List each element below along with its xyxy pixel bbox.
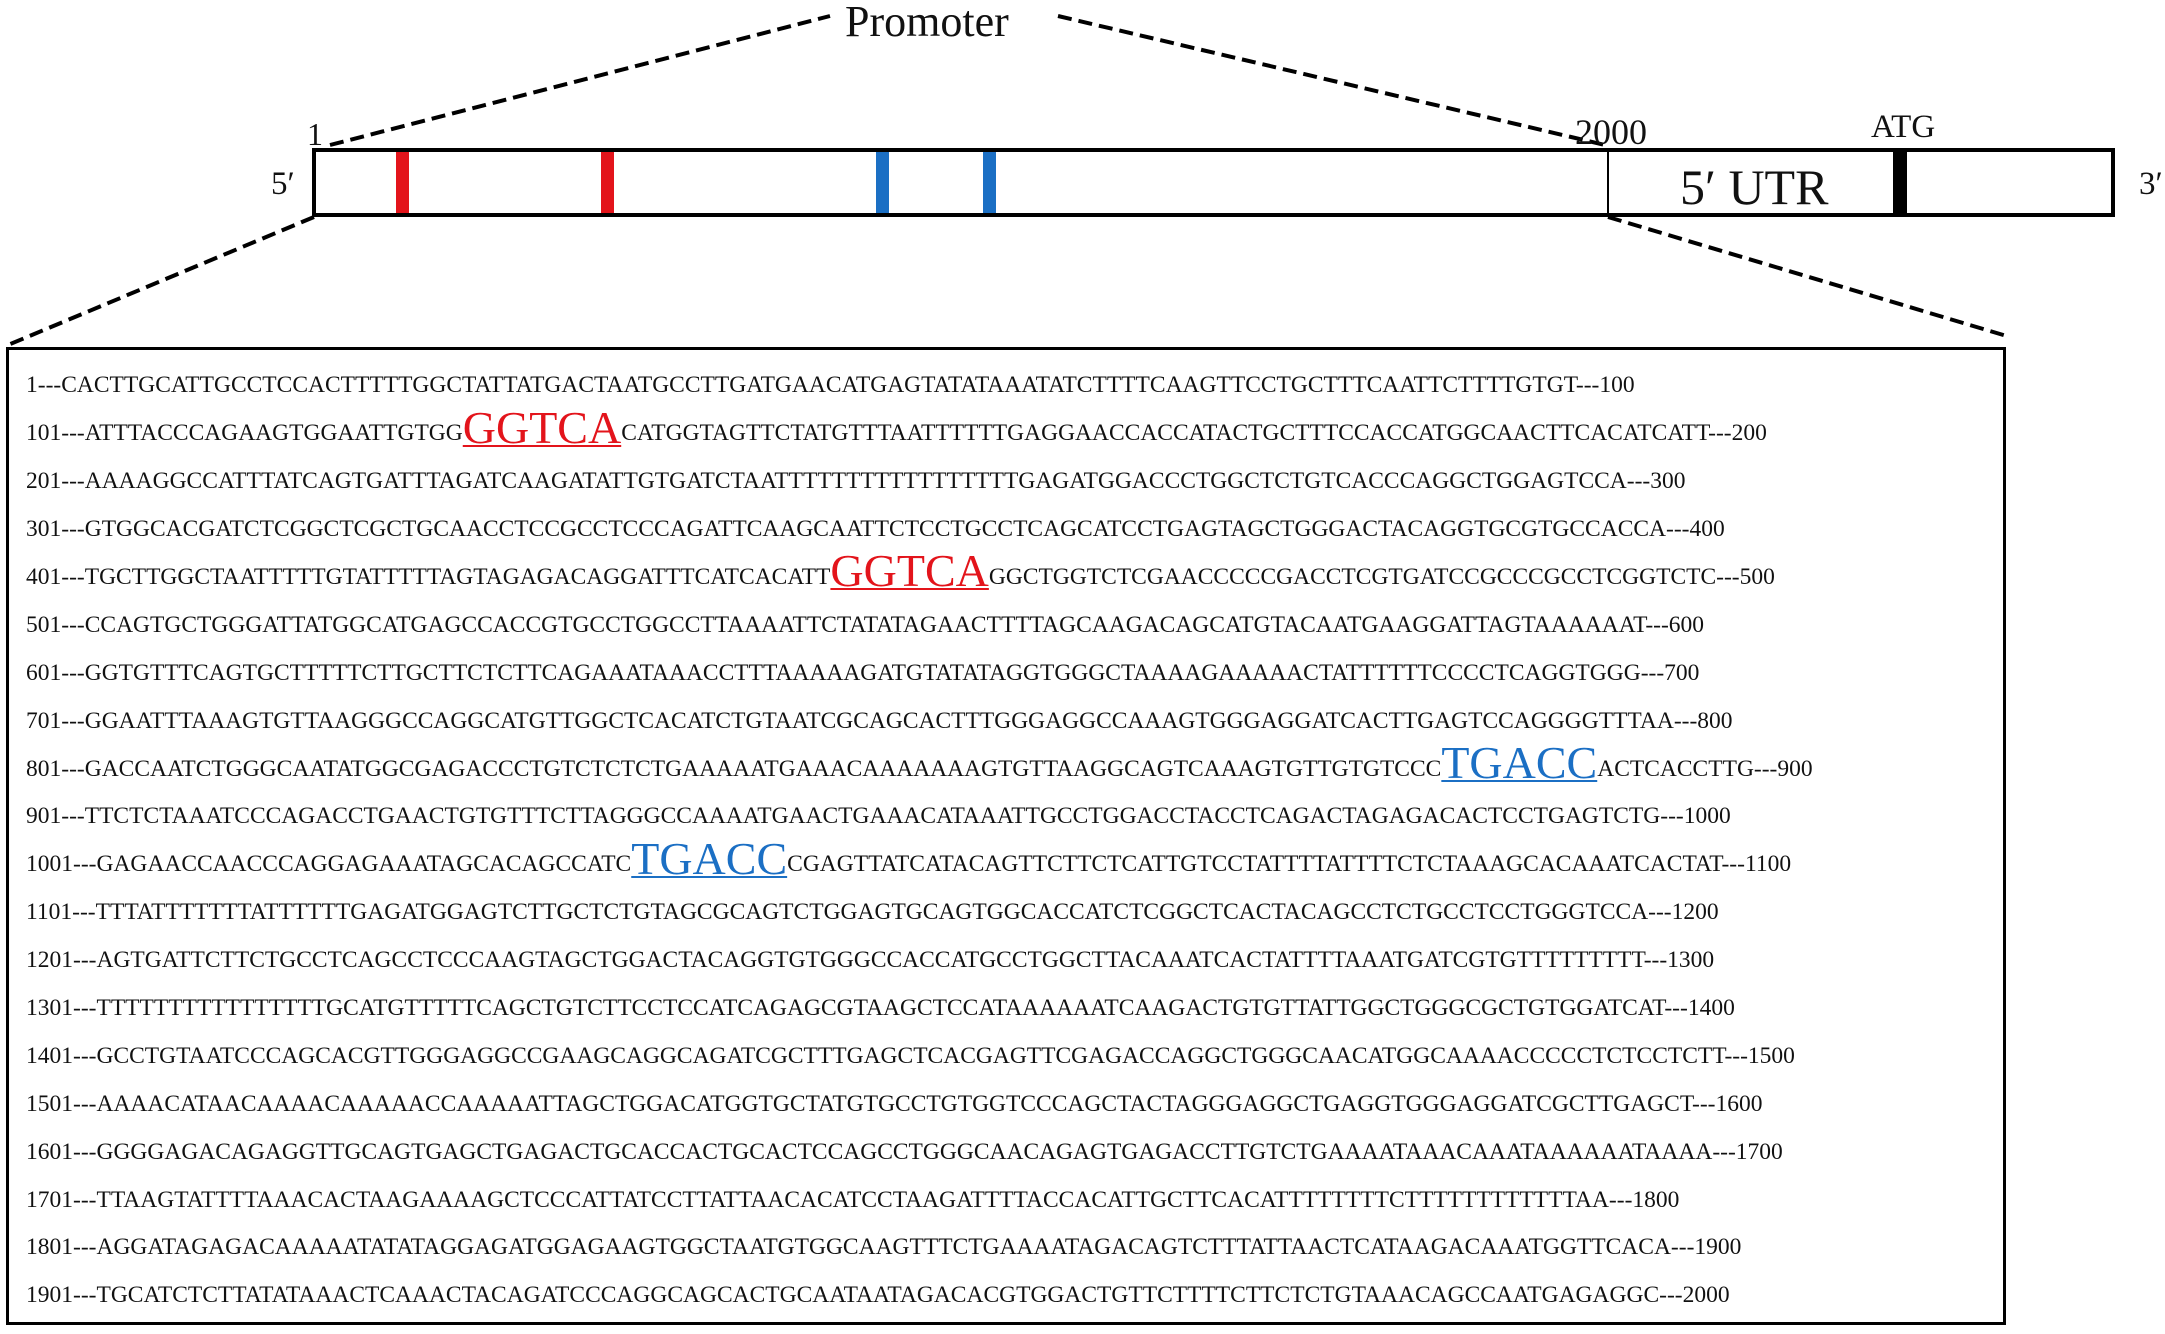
sequence-text: 1301---TTTTTTTTTTTTTTTTGCATGTTTTTCAGCTGT…: [26, 994, 1735, 1021]
sequence-line: 501---CCAGTGCTGGGATTATGGCATGAGCCACCGTGCC…: [26, 601, 1813, 649]
sequence-line: 1401---GCCTGTAATCCCAGCACGTTGGGAGGCCGAAGC…: [26, 1032, 1813, 1080]
sequence-line: 1101---TTTATTTTTTTATTTTTTGAGATGGAGTCTTGC…: [26, 889, 1813, 937]
sequence-line: 1201---AGTGATTCTTCTGCCTCAGCCTCCCAAGTAGCT…: [26, 937, 1813, 985]
sequence-line: 1601---GGGGAGACAGAGGTTGCAGTGAGCTGAGACTGC…: [26, 1128, 1813, 1176]
promoter-dash-left: [329, 14, 831, 147]
tgacc-marker-1: [876, 152, 889, 213]
sequence-line: 1001---GAGAACCAACCCAGGAGAAATAGCACAGCCATC…: [26, 835, 1813, 889]
sequence-line: 1---CACTTGCATTGCCTCCACTTTTTGGCTATTATGACT…: [26, 362, 1813, 410]
sequence-text: 1101---TTTATTTTTTTATTTTTTGAGATGGAGTCTTGC…: [26, 899, 1719, 926]
sequence-line: 601---GGTGTTTCAGTGCTTTTTCTTGCTTCTCTTCAGA…: [26, 649, 1813, 697]
end-position-label: 2000: [1575, 112, 1647, 152]
sequence-lines: 1---CACTTGCATTGCCTCCACTTTTTGGCTATTATGACT…: [26, 362, 1813, 1320]
sequence-line: 301---GTGGCACGATCTCGGCTCGCTGCAACCTCCGCCT…: [26, 506, 1813, 554]
atg-label: ATG: [1871, 109, 1936, 145]
tgacc-marker-2: [983, 152, 996, 213]
sequence-line: 1801---AGGATAGAGACAAAAATATATAGGAGATGGAGA…: [26, 1224, 1813, 1272]
sequence-text: 1601---GGGGAGACAGAGGTTGCAGTGAGCTGAGACTGC…: [26, 1138, 1783, 1165]
promoter-title: Promoter: [845, 0, 1009, 46]
utr-label: 5′ UTR: [1680, 159, 1829, 215]
sequence-text: 301---GTGGCACGATCTCGGCTCGCTGCAACCTCCGCCT…: [26, 516, 1725, 543]
ggtca-motif: GGTCA: [462, 401, 622, 453]
five-prime-label: 5′: [271, 166, 295, 202]
sequence-line: 1301---TTTTTTTTTTTTTTTTGCATGTTTTTCAGCTGT…: [26, 985, 1813, 1033]
tgacc-motif: TGACC: [631, 832, 788, 884]
sequence-text: 401---TGCTTGGCTAATTTTTGTATTTTTAGTAGAGACA…: [26, 563, 831, 590]
sequence-line: 1701---TTAAGTATTTTAAACACTAAGAAAAGCTCCCAT…: [26, 1176, 1813, 1224]
zoom-dash-left: [7, 215, 315, 347]
sequence-line: 201---AAAAGGCCATTTATCAGTGATTTAGATCAAGATA…: [26, 458, 1813, 506]
sequence-text: 201---AAAAGGCCATTTATCAGTGATTTAGATCAAGATA…: [26, 468, 1686, 495]
ggtca-marker-1: [396, 152, 409, 213]
sequence-line: 1901---TGCATCTCTTATATAAACTCAAACTACAGATCC…: [26, 1272, 1813, 1320]
three-prime-label: 3′: [2139, 166, 2163, 202]
sequence-text: 1001---GAGAACCAACCCAGGAGAAATAGCACAGCCATC: [26, 851, 632, 878]
sequence-text: 1401---GCCTGTAATCCCAGCACGTTGGGAGGCCGAAGC…: [26, 1042, 1795, 1069]
ggtca-motif: GGTCA: [830, 545, 989, 597]
sequence-text: GGCTGGTCTCGAACCCCCGACCTCGTGATCCGCCCGCCTC…: [988, 563, 1775, 590]
sequence-line: 1501---AAAACATAACAAAACAAAAACCAAAAATTAGCT…: [26, 1080, 1813, 1128]
sequence-text: ACTCACCTTG---900: [1597, 755, 1813, 782]
sequence-text: CATGGTAGTTCTATGTTTAATTTTTTGAGGAACCACCATA…: [621, 420, 1767, 447]
tgacc-motif: TGACC: [1441, 737, 1598, 789]
gene-bar: [312, 148, 2115, 217]
sequence-text: 901---TTCTCTAAATCCCAGACCTGAACTGTGTTTCTTA…: [26, 803, 1731, 830]
start-position-label: 1: [307, 116, 323, 152]
sequence-text: 1701---TTAAGTATTTTAAACACTAAGAAAAGCTCCCAT…: [26, 1186, 1680, 1213]
sequence-text: 801---GACCAATCTGGGCAATATGGCGAGACCCTGTCTC…: [26, 755, 1442, 782]
sequence-box: 1---CACTTGCATTGCCTCCACTTTTTGGCTATTATGACT…: [6, 347, 2006, 1325]
sequence-line: 401---TGCTTGGCTAATTTTTGTATTTTTAGTAGAGACA…: [26, 548, 1813, 602]
promoter-dash-right: [1057, 14, 1606, 147]
sequence-line: 701---GGAATTTAAAGTGTTAAGGGCCAGGCATGTTGGC…: [26, 697, 1813, 745]
sequence-text: 1801---AGGATAGAGACAAAAATATATAGGAGATGGAGA…: [26, 1234, 1742, 1261]
ggtca-marker-2: [601, 152, 614, 213]
sequence-line: 801---GACCAATCTGGGCAATATGGCGAGACCCTGTCTC…: [26, 740, 1813, 793]
zoom-dash-right: [1607, 215, 2011, 339]
sequence-text: 101---ATTTACCCAGAAGTGGAATTGTGG: [26, 420, 463, 447]
sequence-text: 1201---AGTGATTCTTCTGCCTCAGCCTCCCAAGTAGCT…: [26, 947, 1715, 974]
sequence-line: 901---TTCTCTAAATCCCAGACCTGAACTGTGTTTCTTA…: [26, 793, 1813, 841]
sequence-text: 1501---AAAACATAACAAAACAAAAACCAAAAATTAGCT…: [26, 1090, 1763, 1117]
atg-marker: [1893, 152, 1907, 213]
sequence-text: 1901---TGCATCTCTTATATAAACTCAAACTACAGATCC…: [26, 1282, 1730, 1309]
sequence-text: 501---CCAGTGCTGGGATTATGGCATGAGCCACCGTGCC…: [26, 611, 1705, 638]
sequence-text: 601---GGTGTTTCAGTGCTTTTTCTTGCTTCTCTTCAGA…: [26, 659, 1700, 686]
sequence-text: CGAGTTATCATACAGTTCTTCTCATTGTCCTATTTTATTT…: [787, 851, 1792, 878]
sequence-text: 1---CACTTGCATTGCCTCCACTTTTTGGCTATTATGACT…: [26, 372, 1635, 399]
sequence-text: 701---GGAATTTAAAGTGTTAAGGGCCAGGCATGTTGGC…: [26, 707, 1733, 734]
